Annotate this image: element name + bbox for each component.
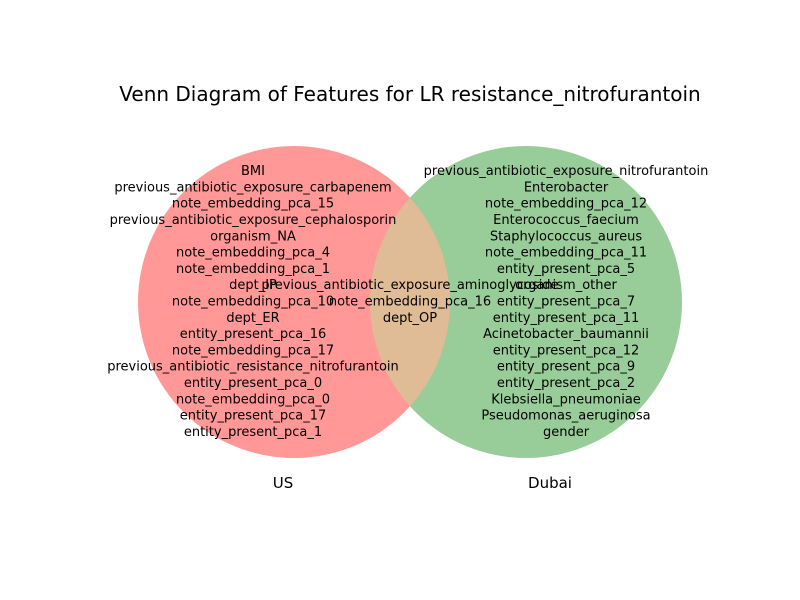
dubai-feature-label: previous_antibiotic_exposure_nitrofurant… xyxy=(424,164,709,179)
us-set-label: US xyxy=(273,474,294,492)
us-feature-label: previous_antibiotic_exposure_carbapenem xyxy=(114,180,391,195)
us-only-features: BMIprevious_antibiotic_exposure_carbapen… xyxy=(107,164,399,440)
shared-feature-label: dept_OP xyxy=(383,311,437,326)
dubai-feature-label: entity_present_pca_11 xyxy=(493,311,640,326)
us-feature-label: note_embedding_pca_4 xyxy=(176,246,330,261)
shared-features: previous_antibiotic_exposure_aminoglycos… xyxy=(261,278,558,326)
us-feature-label: entity_present_pca_1 xyxy=(184,425,322,440)
dubai-feature-label: Enterococcus_faecium xyxy=(493,213,639,228)
us-feature-label: note_embedding_pca_0 xyxy=(176,392,330,407)
us-feature-label: note_embedding_pca_17 xyxy=(172,343,334,358)
us-feature-label: organism_NA xyxy=(210,229,296,244)
dubai-feature-label: Pseudomonas_aeruginosa xyxy=(481,409,650,424)
us-feature-label: entity_present_pca_16 xyxy=(180,327,327,342)
us-feature-label: entity_present_pca_0 xyxy=(184,376,322,391)
us-feature-label: dept_ER xyxy=(226,311,279,326)
dubai-feature-label: entity_present_pca_9 xyxy=(497,360,635,375)
dubai-set-label: Dubai xyxy=(528,474,572,492)
us-feature-label: previous_antibiotic_exposure_cephalospor… xyxy=(110,213,397,228)
shared-feature-label: note_embedding_pca_16 xyxy=(329,295,491,310)
us-feature-label: note_embedding_pca_1 xyxy=(176,262,330,277)
dubai-feature-label: Enterobacter xyxy=(524,180,609,195)
dubai-feature-label: entity_present_pca_2 xyxy=(497,376,635,391)
dubai-feature-label: entity_present_pca_12 xyxy=(493,343,640,358)
us-feature-label: note_embedding_pca_15 xyxy=(172,197,334,212)
us-feature-label: note_embedding_pca_10 xyxy=(172,295,334,310)
us-circle xyxy=(138,146,450,458)
chart-title: Venn Diagram of Features for LR resistan… xyxy=(119,82,700,106)
dubai-feature-label: Staphylococcus_aureus xyxy=(490,229,642,244)
dubai-feature-label: entity_present_pca_5 xyxy=(497,262,635,277)
dubai-feature-label: Acinetobacter_baumannii xyxy=(483,327,649,342)
dubai-feature-label: Klebsiella_pneumoniae xyxy=(491,392,641,407)
dubai-feature-label: organism_other xyxy=(515,278,617,293)
shared-feature-label: previous_antibiotic_exposure_aminoglycos… xyxy=(261,278,558,293)
us-feature-label: dept_IP xyxy=(229,278,277,293)
dubai-circle xyxy=(370,146,682,458)
dubai-feature-label: note_embedding_pca_11 xyxy=(485,246,647,261)
us-feature-label: BMI xyxy=(241,164,265,179)
dubai-feature-label: gender xyxy=(543,425,590,440)
dubai-feature-label: entity_present_pca_7 xyxy=(497,295,635,310)
us-feature-label: previous_antibiotic_resistance_nitrofura… xyxy=(107,360,399,375)
dubai-feature-label: note_embedding_pca_12 xyxy=(485,197,647,212)
dubai-only-features: previous_antibiotic_exposure_nitrofurant… xyxy=(424,164,709,440)
us-feature-label: entity_present_pca_17 xyxy=(180,409,327,424)
